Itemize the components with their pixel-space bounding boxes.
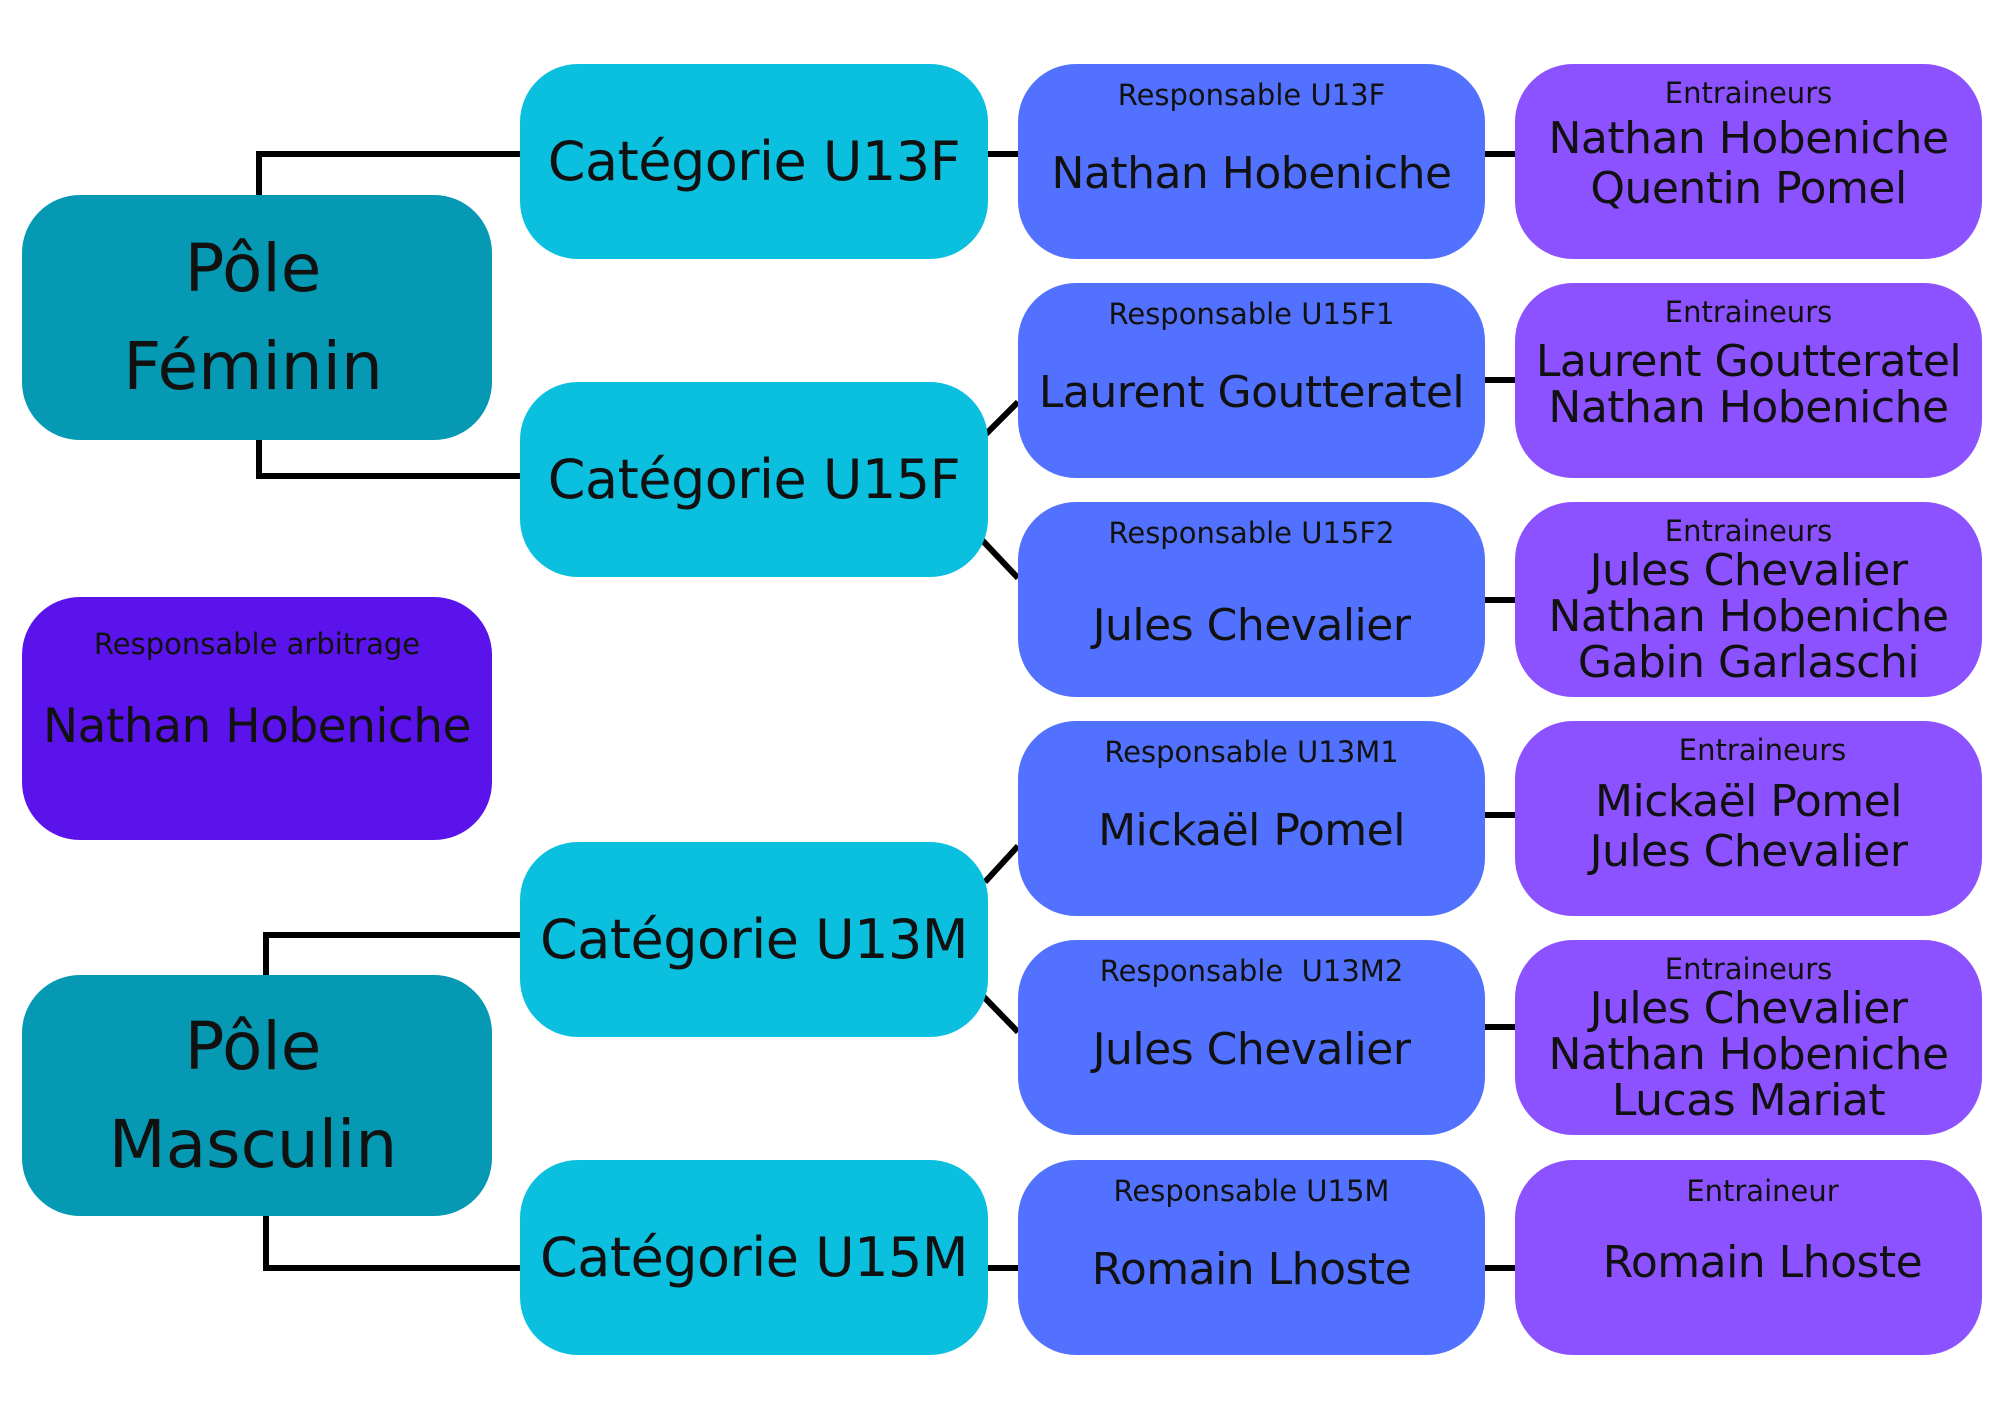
entraineurs-label: Entraineur — [1686, 1174, 1839, 1208]
coach-name: Nathan Hobeniche — [1548, 1029, 1949, 1080]
coach-name: Jules Chevalier — [1589, 983, 1908, 1034]
responsable-name: Romain Lhoste — [1091, 1244, 1412, 1295]
responsable-label: Responsable U13M2 — [1099, 954, 1404, 988]
coach-name: Nathan Hobeniche — [1548, 591, 1949, 642]
entraineurs-label: Entraineurs — [1664, 514, 1833, 548]
categorie-u15m: Catégorie U15M — [520, 1160, 988, 1355]
coach-name: Nathan Hobeniche — [1548, 382, 1949, 433]
responsable-label: Responsable U15M — [1113, 1174, 1390, 1208]
arbitrage-label: Responsable arbitrage — [93, 627, 421, 661]
responsable-box: Responsable U13M1 Mickaël Pomel — [1018, 721, 1485, 916]
categorie-u15f: Catégorie U15F — [520, 382, 988, 577]
connector-u13m-resp2 — [979, 992, 1021, 1035]
coach-name: Jules Chevalier — [1589, 826, 1908, 877]
connector-masculin-u15m — [263, 1216, 520, 1271]
responsable-name: Laurent Goutteratel — [1038, 367, 1465, 418]
entraineurs-label: Entraineurs — [1678, 733, 1847, 767]
responsable-label: Responsable U15F2 — [1108, 516, 1395, 550]
responsable-name: Jules Chevalier — [1092, 600, 1411, 651]
categorie-u13m: Catégorie U13M — [520, 842, 988, 1037]
coach-name: Gabin Garlaschi — [1577, 637, 1920, 688]
connector-u15f-resp1 — [982, 399, 1021, 438]
coach-name: Quentin Pomel — [1590, 163, 1907, 214]
coach-name: Laurent Goutteratel — [1535, 336, 1962, 387]
entraineurs-label: Entraineurs — [1664, 295, 1833, 329]
categorie-u13f-title: Catégorie U13F — [547, 130, 961, 193]
connector-feminin-u15f — [256, 440, 520, 479]
responsable-box: Responsable U13M2 Jules Chevalier — [1018, 940, 1485, 1135]
responsable-name: Nathan Hobeniche — [1051, 148, 1452, 199]
entraineurs-names: Mickaël Pomel Jules Chevalier — [1590, 777, 1908, 877]
responsable-label: Responsable U13F — [1117, 78, 1386, 112]
connector-masculin-u13m — [263, 932, 520, 975]
responsable-box: Responsable U15M Romain Lhoste — [1018, 1160, 1485, 1355]
pole-feminin: Pôle Féminin — [22, 195, 492, 440]
entraineurs-label: Entraineurs — [1664, 952, 1833, 986]
pole-masculin: Pôle Masculin — [22, 975, 492, 1216]
responsable-label: Responsable U13M1 — [1104, 735, 1399, 769]
responsable-name: Mickaël Pomel — [1098, 805, 1405, 856]
entraineurs-box: Entraineurs Nathan Hobeniche Quentin Pom… — [1515, 64, 1982, 259]
responsable-box: Responsable U15F1 Laurent Goutteratel — [1018, 283, 1485, 478]
responsable-box: Responsable U15F2 Jules Chevalier — [1018, 502, 1485, 697]
entraineurs-names: Laurent Goutteratel Nathan Hobeniche — [1535, 336, 1962, 433]
pole-masculin-title: Pôle Masculin — [108, 1007, 398, 1183]
entraineurs-box: Entraineurs Laurent Goutteratel Nathan H… — [1515, 283, 1982, 478]
coach-name: Mickaël Pomel — [1595, 776, 1902, 827]
entraineurs-names: Jules Chevalier Nathan Hobeniche Lucas M… — [1548, 983, 1949, 1126]
pole-feminin-title: Pôle Féminin — [123, 229, 383, 405]
entraineurs-box: Entraineurs Jules Chevalier Nathan Hoben… — [1515, 502, 1982, 697]
responsable-label: Responsable U15F1 — [1108, 297, 1395, 331]
entraineurs-box: Entraineurs Jules Chevalier Nathan Hoben… — [1515, 940, 1982, 1135]
coach-name: Lucas Mariat — [1611, 1075, 1886, 1126]
coach-name: Jules Chevalier — [1589, 545, 1908, 596]
coach-name: Romain Lhoste — [1602, 1237, 1923, 1288]
entraineurs-names: Romain Lhoste — [1603, 1238, 1923, 1288]
arbitrage-box: Responsable arbitrage Nathan Hobeniche — [22, 597, 492, 840]
categorie-u15m-title: Catégorie U15M — [540, 1226, 968, 1289]
responsable-name: Jules Chevalier — [1092, 1024, 1411, 1075]
coach-name: Nathan Hobeniche — [1548, 113, 1949, 164]
entraineurs-box: Entraineurs Mickaël Pomel Jules Chevalie… — [1515, 721, 1982, 916]
connector-u13m-resp1 — [982, 843, 1021, 885]
entraineurs-label: Entraineurs — [1664, 76, 1833, 110]
categorie-u13m-title: Catégorie U13M — [540, 908, 968, 971]
entraineurs-box: Entraineur Romain Lhoste — [1515, 1160, 1982, 1355]
connector-u15f-resp2 — [979, 537, 1021, 581]
categorie-u15f-title: Catégorie U15F — [547, 448, 961, 511]
categorie-u13f: Catégorie U13F — [520, 64, 988, 259]
entraineurs-names: Nathan Hobeniche Quentin Pomel — [1548, 113, 1949, 214]
entraineurs-names: Jules Chevalier Nathan Hobeniche Gabin G… — [1548, 545, 1949, 688]
responsable-box: Responsable U13F Nathan Hobeniche — [1018, 64, 1485, 259]
connector-feminin-u13f — [256, 151, 520, 195]
arbitrage-name: Nathan Hobeniche — [43, 699, 471, 754]
